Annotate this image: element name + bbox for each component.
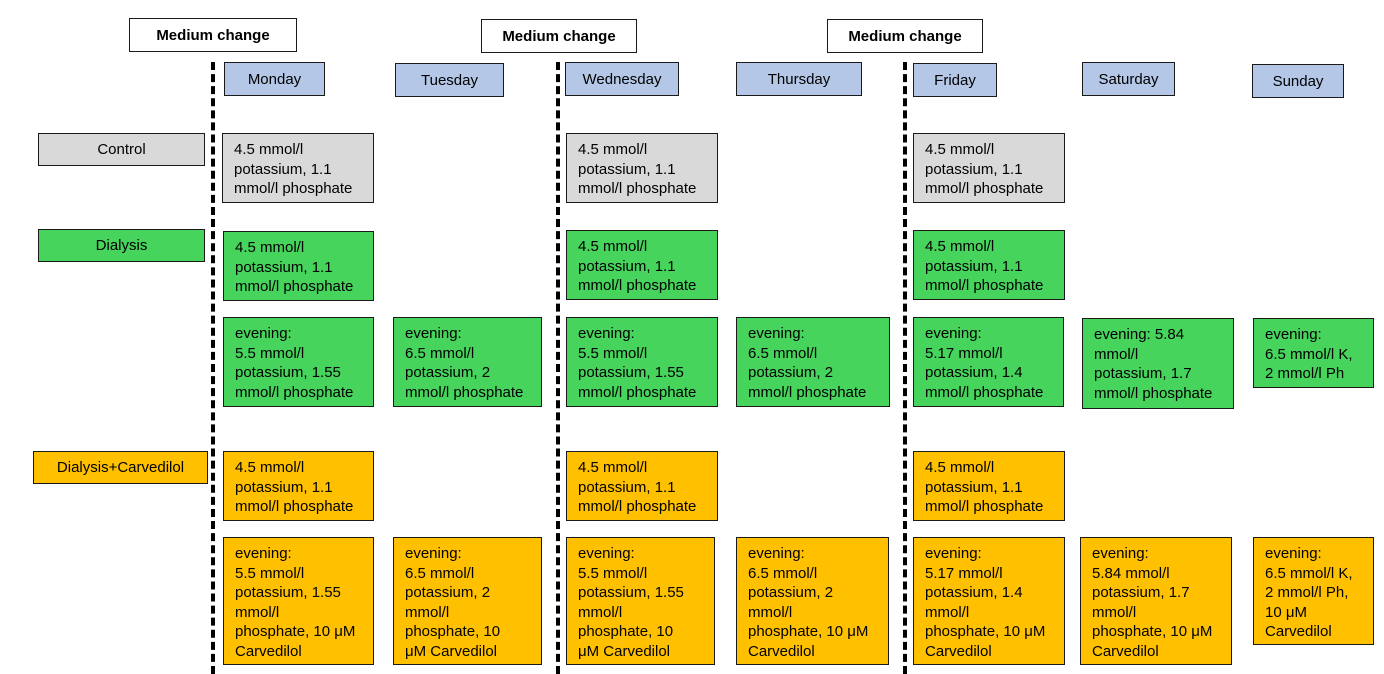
medium-change-header-wednesday: Medium change [481, 19, 637, 53]
medium-change-line-monday [211, 62, 215, 674]
carvedilol-evening-cell-friday: evening: 5.17 mmol/l potassium, 1.4 mmol… [913, 537, 1065, 665]
control-cell-friday: 4.5 mmol/l potassium, 1.1 mmol/l phospha… [913, 133, 1065, 203]
day-saturday: Saturday [1082, 62, 1175, 96]
dialysis-cell-monday: 4.5 mmol/l potassium, 1.1 mmol/l phospha… [223, 231, 374, 301]
carvedilol-evening-cell-saturday: evening: 5.84 mmol/l potassium, 1.7 mmol… [1080, 537, 1232, 665]
carvedilol-evening-cell-sunday: evening: 6.5 mmol/l K, 2 mmol/l Ph, 10 μ… [1253, 537, 1374, 645]
group-label-dialysis-carvedilol: Dialysis+Carvedilol [33, 451, 208, 484]
carvedilol-cell-monday: 4.5 mmol/l potassium, 1.1 mmol/l phospha… [223, 451, 374, 521]
group-label-control: Control [38, 133, 205, 166]
day-friday: Friday [913, 63, 997, 97]
day-monday: Monday [224, 62, 325, 96]
day-sunday: Sunday [1252, 64, 1344, 98]
dialysis-evening-cell-sunday: evening: 6.5 mmol/l K, 2 mmol/l Ph [1253, 318, 1374, 388]
dialysis-cell-wednesday: 4.5 mmol/l potassium, 1.1 mmol/l phospha… [566, 230, 718, 300]
dialysis-evening-cell-thursday: evening: 6.5 mmol/l potassium, 2 mmol/l … [736, 317, 890, 407]
day-tuesday: Tuesday [395, 63, 504, 97]
day-wednesday: Wednesday [565, 62, 679, 96]
dialysis-evening-cell-wednesday: evening: 5.5 mmol/l potassium, 1.55 mmol… [566, 317, 718, 407]
carvedilol-evening-cell-wednesday: evening: 5.5 mmol/l potassium, 1.55 mmol… [566, 537, 715, 665]
control-cell-wednesday: 4.5 mmol/l potassium, 1.1 mmol/l phospha… [566, 133, 718, 203]
dialysis-evening-cell-tuesday: evening: 6.5 mmol/l potassium, 2 mmol/l … [393, 317, 542, 407]
medium-change-header-friday: Medium change [827, 19, 983, 53]
carvedilol-evening-cell-thursday: evening: 6.5 mmol/l potassium, 2 mmol/l … [736, 537, 889, 665]
carvedilol-cell-friday: 4.5 mmol/l potassium, 1.1 mmol/l phospha… [913, 451, 1065, 521]
dialysis-evening-cell-friday: evening: 5.17 mmol/l potassium, 1.4 mmol… [913, 317, 1064, 407]
day-thursday: Thursday [736, 62, 862, 96]
medium-change-header-monday: Medium change [129, 18, 297, 52]
carvedilol-cell-wednesday: 4.5 mmol/l potassium, 1.1 mmol/l phospha… [566, 451, 718, 521]
medium-change-line-friday [903, 62, 907, 674]
dialysis-cell-friday: 4.5 mmol/l potassium, 1.1 mmol/l phospha… [913, 230, 1065, 300]
group-label-dialysis: Dialysis [38, 229, 205, 262]
carvedilol-evening-cell-tuesday: evening: 6.5 mmol/l potassium, 2 mmol/l … [393, 537, 542, 665]
carvedilol-evening-cell-monday: evening: 5.5 mmol/l potassium, 1.55 mmol… [223, 537, 374, 665]
control-cell-monday: 4.5 mmol/l potassium, 1.1 mmol/l phospha… [222, 133, 374, 203]
dialysis-evening-cell-monday: evening: 5.5 mmol/l potassium, 1.55 mmol… [223, 317, 374, 407]
dialysis-evening-cell-saturday: evening: 5.84 mmol/l potassium, 1.7 mmol… [1082, 318, 1234, 409]
medium-change-line-wednesday [556, 62, 560, 674]
